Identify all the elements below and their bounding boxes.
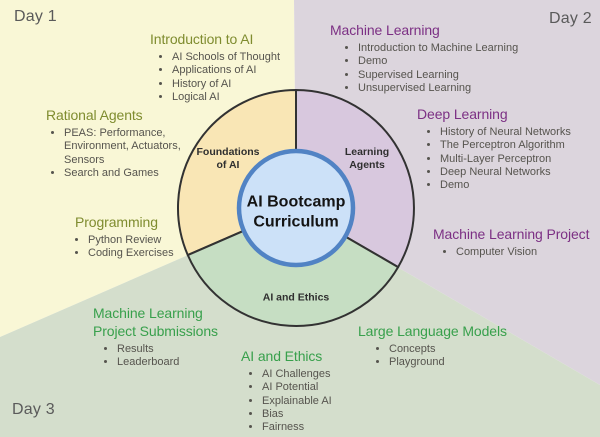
section-rational-agents: Rational Agents PEAS: Performance, Envir… bbox=[46, 107, 186, 180]
bullet-item: Demo bbox=[358, 55, 518, 68]
section-title: Deep Learning bbox=[417, 106, 508, 122]
bullet-item: Explainable AI bbox=[262, 395, 332, 408]
section-title: Large Language Models bbox=[358, 323, 507, 339]
bullet-item: Computer Vision bbox=[456, 246, 589, 259]
section-machine-learning: Machine Learning Introduction to Machine… bbox=[330, 22, 518, 95]
bullet-item: PEAS: Performance, Environment, Actuator… bbox=[64, 127, 186, 167]
bullet-item: Unsupervised Learning bbox=[358, 82, 518, 95]
bullet-item: Search and Games bbox=[64, 167, 186, 180]
section-programming: Programming Python ReviewCoding Exercise… bbox=[75, 214, 174, 261]
section-ml-project-submissions: Machine Learning Project Submissions Res… bbox=[93, 304, 233, 370]
segment-label-ai-and-ethics: AI and Ethics bbox=[262, 291, 330, 304]
bullet-item: Coding Exercises bbox=[88, 247, 174, 260]
bullet-item: AI Potential bbox=[262, 381, 332, 394]
bullet-list: ConceptsPlayground bbox=[358, 343, 507, 370]
bullet-item: Introduction to Machine Learning bbox=[358, 42, 518, 55]
bullet-list: PEAS: Performance, Environment, Actuator… bbox=[46, 127, 186, 180]
bullet-item: History of AI bbox=[172, 78, 280, 91]
section-title: AI and Ethics bbox=[241, 348, 323, 364]
bullet-list: AI ChallengesAI PotentialExplainable AIB… bbox=[241, 368, 332, 434]
section-introduction-to-ai: Introduction to AI AI Schools of Thought… bbox=[150, 31, 280, 104]
bullet-list: Introduction to Machine LearningDemoSupe… bbox=[330, 42, 518, 95]
day3-label: Day 3 bbox=[12, 401, 55, 418]
bullet-item: Concepts bbox=[389, 343, 507, 356]
bullet-item: AI Challenges bbox=[262, 368, 332, 381]
bullet-item: Leaderboard bbox=[117, 356, 233, 369]
hub-title: AI Bootcamp Curriculum bbox=[246, 193, 346, 231]
section-title: Machine Learning bbox=[330, 22, 440, 38]
day2-background-region bbox=[294, 0, 600, 385]
section-deep-learning: Deep Learning History of Neural Networks… bbox=[417, 106, 571, 192]
bullet-list: History of Neural NetworksThe Perceptron… bbox=[417, 126, 571, 192]
bullet-item: The Perceptron Algorithm bbox=[440, 139, 571, 152]
bullet-item: AI Schools of Thought bbox=[172, 51, 280, 64]
segment-label-foundations-of-ai: Foundations of AI bbox=[196, 146, 260, 171]
day2-label: Day 2 bbox=[549, 10, 592, 27]
bullet-list: ResultsLeaderboard bbox=[93, 343, 233, 370]
bullet-item: Bias bbox=[262, 408, 332, 421]
bullet-item: Multi-Layer Perceptron bbox=[440, 153, 571, 166]
section-title: Programming bbox=[75, 214, 158, 230]
bullet-item: Demo bbox=[440, 179, 571, 192]
section-title: Machine Learning Project Submissions bbox=[93, 305, 218, 339]
bullet-item: Playground bbox=[389, 356, 507, 369]
bullet-item: History of Neural Networks bbox=[440, 126, 571, 139]
hub-circle bbox=[236, 148, 356, 268]
section-title: Introduction to AI bbox=[150, 31, 254, 47]
day1-background-region bbox=[0, 0, 296, 337]
section-ai-and-ethics: AI and Ethics AI ChallengesAI PotentialE… bbox=[241, 348, 332, 434]
bullet-list: Python ReviewCoding Exercises bbox=[75, 234, 174, 261]
section-machine-learning-project: Machine Learning Project Computer Vision bbox=[433, 226, 589, 259]
bullet-item: Fairness bbox=[262, 421, 332, 434]
section-large-language-models: Large Language Models ConceptsPlayground bbox=[358, 323, 507, 370]
bullet-item: Logical AI bbox=[172, 91, 280, 104]
bullet-item: Applications of AI bbox=[172, 64, 280, 77]
section-title: Machine Learning Project bbox=[433, 226, 590, 242]
bullet-list: Computer Vision bbox=[433, 246, 589, 259]
bullet-item: Results bbox=[117, 343, 233, 356]
day1-label: Day 1 bbox=[14, 8, 57, 25]
bullet-item: Deep Neural Networks bbox=[440, 166, 571, 179]
segment-label-learning-agents: Learning Agents bbox=[344, 146, 390, 171]
bullet-item: Python Review bbox=[88, 234, 174, 247]
bullet-list: AI Schools of ThoughtApplications of AIH… bbox=[150, 51, 280, 104]
bullet-item: Supervised Learning bbox=[358, 69, 518, 82]
section-title: Rational Agents bbox=[46, 107, 143, 123]
